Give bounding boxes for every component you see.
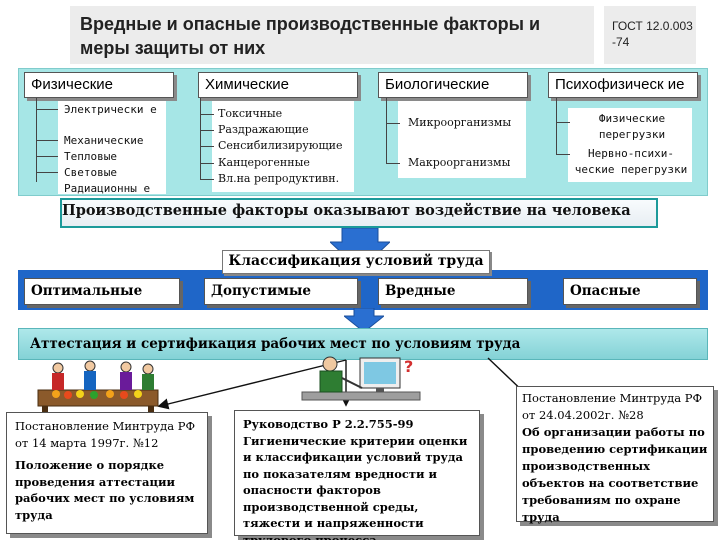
classification-title: Классификация условий труда (228, 253, 484, 269)
arrow-to-left-doc (157, 359, 347, 410)
psycho-item: Физические перегрузки (598, 112, 666, 141)
doc-right-body: Об организации работы по проведению серт… (522, 425, 708, 524)
impact-text: Производственные факторы оказывают возде… (62, 202, 631, 219)
doc-left-body: Положение о порядке проведения аттестаци… (15, 458, 195, 522)
category-biological: Биологические (378, 72, 528, 98)
chemical-branch (200, 163, 214, 164)
doc-left-title: Постановление Минтруда РФ от 14 марта 19… (15, 419, 196, 450)
physical-branch (36, 140, 58, 141)
class-harmful: Вредные (378, 278, 528, 305)
doc-middle-title: Руководство Р 2.2.755-99 (243, 417, 414, 431)
psycho-tree-line (556, 98, 557, 154)
chemical-branch (200, 146, 214, 147)
people-working-icon (37, 360, 159, 416)
classification-title-box (222, 250, 490, 274)
impact-bar (60, 198, 658, 228)
certification-bar (18, 328, 708, 360)
biological-panel (398, 100, 526, 178)
chemical-branch (200, 130, 214, 131)
gost-label: ГОСТ 12.0.003 -74 (612, 19, 693, 49)
class-dangerous: Опасные (563, 278, 697, 305)
certification-text: Аттестация и сертификация рабочих мест п… (30, 336, 521, 352)
category-physical: Физические (24, 72, 174, 98)
biological-tree-line (386, 98, 387, 164)
psycho-item: Нервно-психи-ческие перегрузки (574, 147, 688, 176)
class-optimal: Оптимальные (24, 278, 180, 305)
down-arrow-icon (344, 308, 384, 332)
physical-item: Световые (64, 166, 117, 179)
chemical-item: Вл.на репродуктивн. (218, 172, 340, 185)
physical-panel (58, 100, 166, 194)
chemical-tree-line (200, 98, 201, 180)
biological-branch (386, 123, 400, 124)
physical-item: Электрически е (64, 103, 157, 116)
category-psychophysical: Психофизическ ие (548, 72, 698, 98)
doc-left: Постановление Минтруда РФ от 14 марта 19… (6, 412, 208, 534)
page-title: Вредные и опасные производственные факто… (80, 14, 541, 58)
biological-item: Макроорганизмы (408, 156, 511, 169)
gost-panel (604, 6, 696, 64)
psycho-branch (556, 122, 570, 123)
chemical-branch (200, 179, 214, 180)
computer-worker-icon: ? (301, 356, 421, 401)
chemical-item: Сенсибилизирующие (218, 139, 343, 152)
doc-middle: Руководство Р 2.2.755-99 Гигиенические к… (234, 410, 480, 540)
physical-item: Радиационны е (64, 182, 151, 195)
physical-item: Тепловые (64, 150, 117, 163)
physical-branch (36, 109, 58, 110)
title-panel (70, 6, 594, 64)
psycho-panel (568, 108, 692, 182)
psycho-branch (556, 154, 570, 155)
chemical-branch (200, 114, 214, 115)
biological-branch (386, 163, 400, 164)
chemical-panel (212, 100, 354, 192)
class-acceptable: Допустимые (204, 278, 358, 305)
physical-item: Механические (64, 134, 144, 147)
category-chemical: Химические (198, 72, 358, 98)
doc-right: Постановление Минтруда РФ от 24.04.2002г… (516, 386, 714, 524)
chemical-item: Раздражающие (218, 123, 309, 136)
chemical-item: Токсичные (218, 107, 283, 120)
biological-item: Микроорганизмы (408, 116, 512, 129)
svg-text:?: ? (404, 357, 413, 376)
doc-right-title: Постановление Минтруда РФ от 24.04.2002г… (522, 391, 703, 422)
physical-branch (36, 172, 58, 173)
physical-branch (36, 156, 58, 157)
chemical-item: Канцерогенные (218, 156, 310, 169)
doc-middle-body: Гигиенические критерии оценки и классифи… (243, 433, 468, 540)
